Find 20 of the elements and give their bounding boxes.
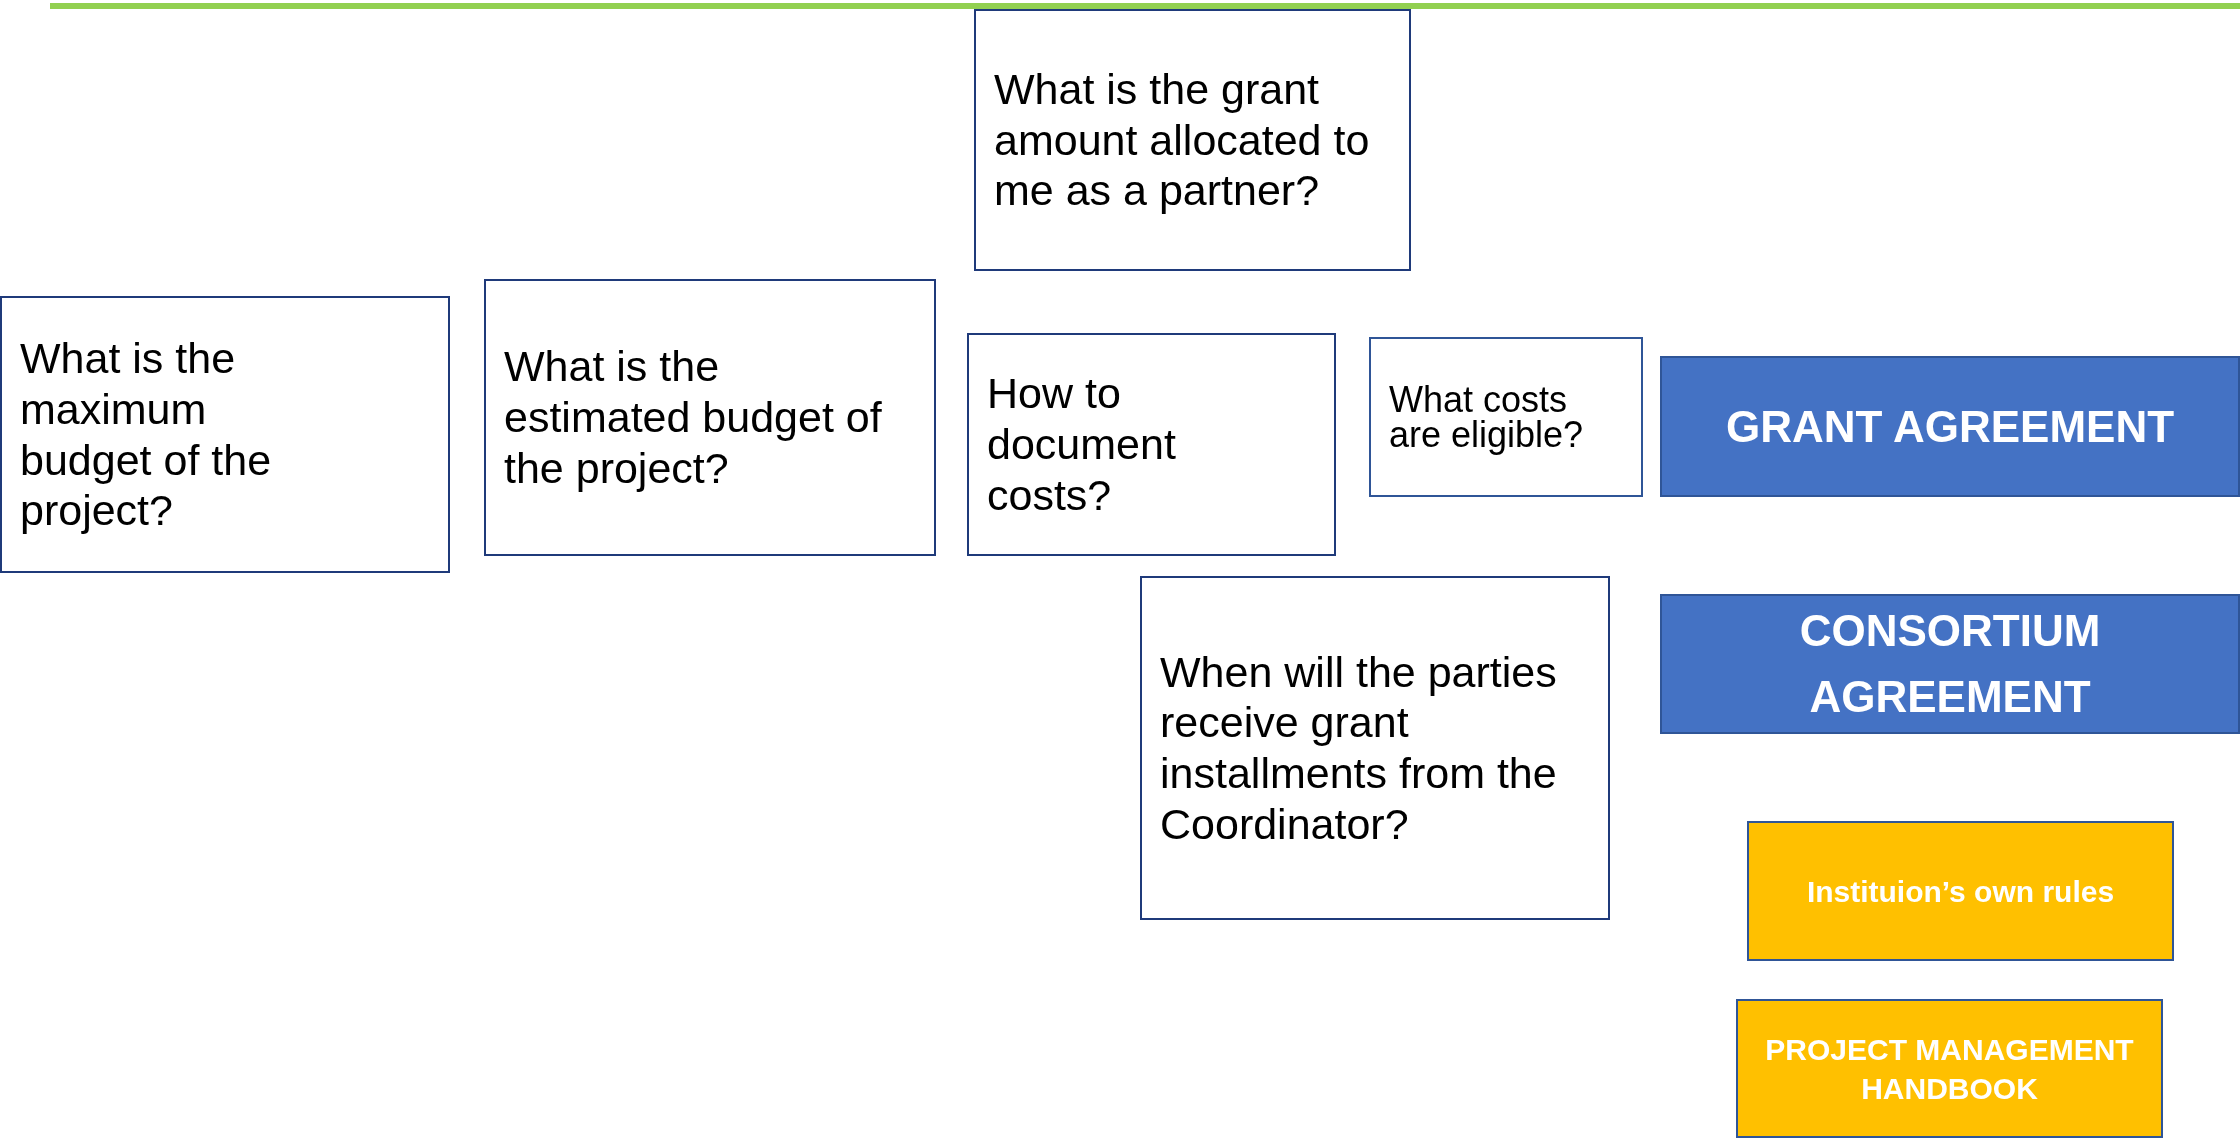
document-box xyxy=(1736,999,2163,1138)
document-title: GRANT AGREEMENT xyxy=(1725,400,2175,453)
question-box xyxy=(1140,576,1610,920)
question-text: How to document costs? xyxy=(987,368,1177,521)
question-text: What costs are eligible? xyxy=(1389,381,1585,453)
document-box xyxy=(1660,594,2240,734)
question-text: What is the maximum budget of the project? xyxy=(20,333,273,536)
question-box xyxy=(484,279,936,556)
question-box xyxy=(974,9,1411,271)
question-box xyxy=(967,333,1336,556)
document-title: PROJECT MANAGEMENT HANDBOOK xyxy=(1764,1031,2135,1107)
document-box xyxy=(1747,821,2174,961)
document-box xyxy=(1660,356,2240,497)
document-title: Instituion’s own rules xyxy=(1806,873,2115,910)
question-text: What is the estimated budget of the project? xyxy=(504,341,883,494)
question-box xyxy=(1369,337,1643,497)
question-text: What is the grant amount allocated to me as a partner? xyxy=(994,63,1371,217)
document-title: CONSORTIUM AGREEMENT xyxy=(1798,605,2102,723)
question-box xyxy=(0,296,450,573)
question-text: When will the parties receive grant installments from the Coordinator? xyxy=(1160,646,1558,850)
